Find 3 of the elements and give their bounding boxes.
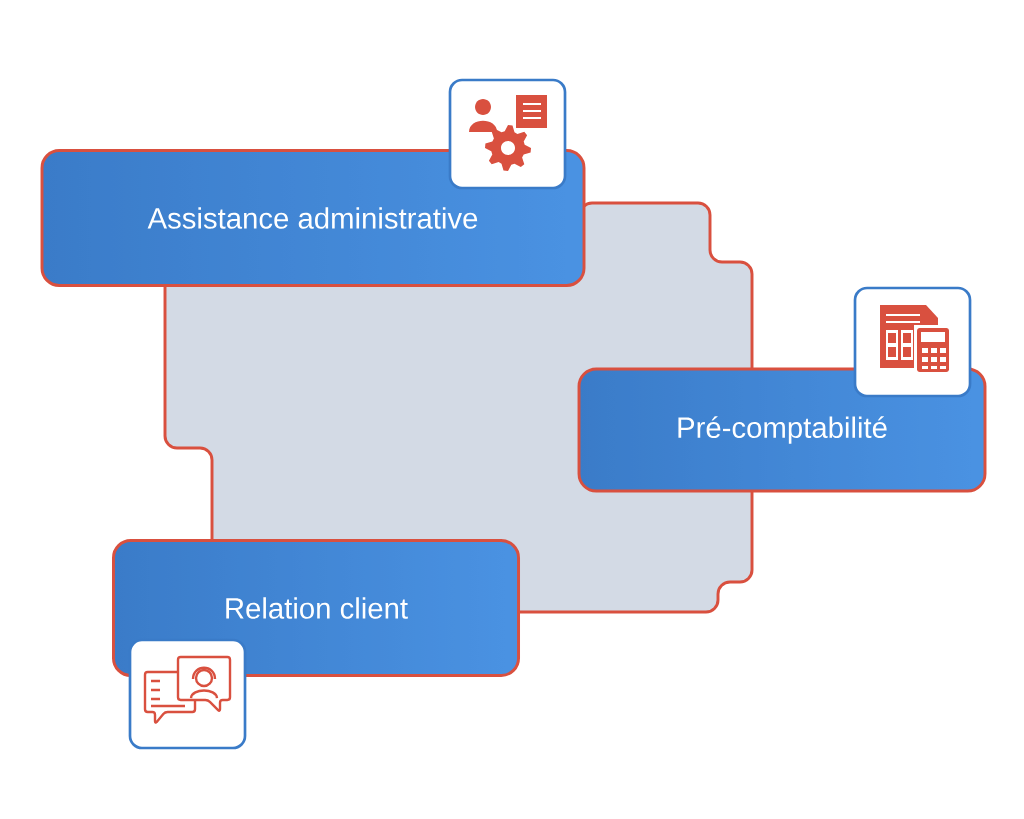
process-box: Assistance administrative [40,149,586,287]
process-box: Relation client [112,539,520,677]
process-box: Pré-comptabilité [577,367,987,493]
